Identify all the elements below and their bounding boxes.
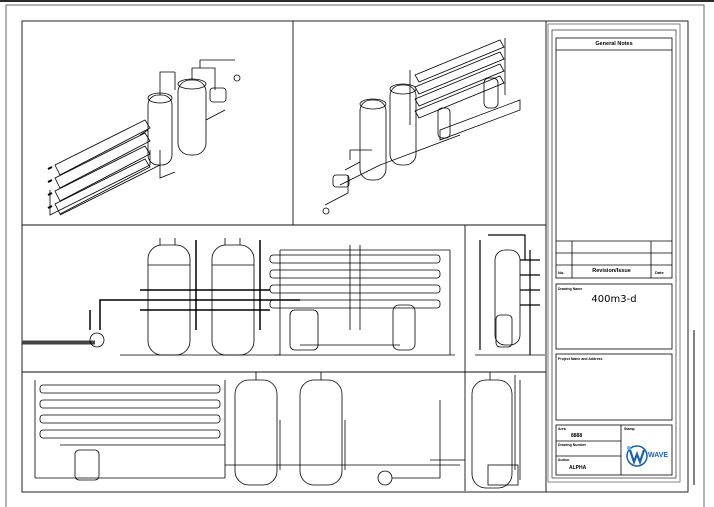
- viewport-borders: [22, 21, 546, 491]
- wave-logo: [626, 445, 648, 467]
- area-label: Area: [558, 427, 566, 431]
- sheet-frames: [5, 4, 705, 507]
- rear-elevation-view: [34, 372, 465, 486]
- ro-membrane-rack: [409, 38, 521, 141]
- logo-text: WAVE: [648, 452, 669, 459]
- author-label: Author: [558, 458, 570, 462]
- title-block-lines: [555, 37, 673, 476]
- stamp-label: Stamp: [624, 427, 635, 431]
- pressure-vessels: [322, 77, 499, 215]
- revision-issue-header: Revision/Issue: [592, 268, 631, 274]
- drawing-name-label: Drawing Name: [558, 287, 583, 291]
- iso-view-right: [322, 38, 521, 215]
- area-value: 8888: [571, 433, 583, 439]
- ro-membrane-rack: [47, 119, 161, 216]
- window-top-bar: [0, 0, 714, 2]
- front-elevation-view: [22, 238, 455, 356]
- pump-icon: [89, 332, 105, 348]
- drawing-name-value: 400m3-d: [591, 294, 637, 305]
- general-notes-label: General Notes: [595, 41, 633, 47]
- side-rear-view: [471, 372, 521, 489]
- filter-tank: [299, 379, 343, 486]
- ro-membrane-rack: [34, 380, 226, 479]
- revision-no-header: No.: [558, 270, 565, 275]
- filter-tank: [234, 379, 278, 486]
- ro-membrane-rack: [269, 245, 455, 356]
- project-label: Project Name and Address: [558, 357, 603, 361]
- drawing-number-label: Drawing Number: [558, 443, 587, 447]
- revision-date-header: Date: [655, 270, 664, 275]
- author-value: ALPHA: [569, 465, 587, 471]
- side-elevation-view: [475, 234, 545, 356]
- iso-view-left: [47, 59, 241, 216]
- pressure-vessels: [139, 59, 241, 179]
- pump-icon: [377, 470, 393, 486]
